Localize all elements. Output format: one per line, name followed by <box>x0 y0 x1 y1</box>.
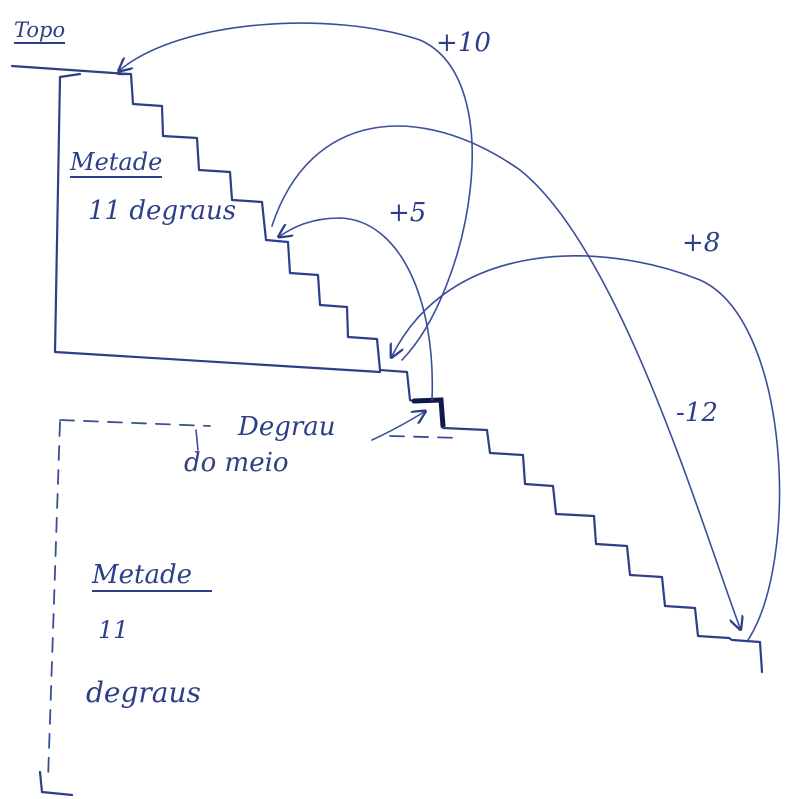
middle-step-label-line1: Degrau <box>238 412 336 442</box>
lower-staircase <box>441 426 764 674</box>
middle-step <box>411 397 446 429</box>
upper-half-frame <box>53 72 382 374</box>
lower-half-steps-word: degraus <box>86 676 201 709</box>
arc-plus-8 <box>392 255 781 641</box>
arc-plus-5-label: +5 <box>388 198 427 228</box>
lower-half-title: Metade <box>92 560 212 592</box>
arc-minus-12 <box>271 125 740 628</box>
upper-half-steps: 11 degraus <box>88 196 237 226</box>
lower-half-frame-top-right <box>389 435 461 439</box>
top-ground-line <box>10 64 130 76</box>
middle-step-pointer <box>371 412 424 441</box>
arc-minus-12-label: -12 <box>676 398 718 428</box>
lower-half-frame-left <box>47 421 61 781</box>
arc-plus-5 <box>280 217 434 401</box>
arc-plus-10-label: +10 <box>436 28 491 58</box>
arc-plus-10 <box>120 22 473 361</box>
middle-step-bracket <box>195 429 199 451</box>
lower-half-frame-top <box>59 419 211 427</box>
middle-step-label-line2: do meio <box>184 448 289 478</box>
top-label: Topo <box>14 18 66 44</box>
lower-half-steps-count: 11 <box>98 616 129 644</box>
lower-half-frame-bottom <box>38 770 74 797</box>
arc-plus-8-label: +8 <box>682 228 721 258</box>
upper-half-title: Metade <box>70 148 163 178</box>
upper-staircase <box>116 72 420 404</box>
